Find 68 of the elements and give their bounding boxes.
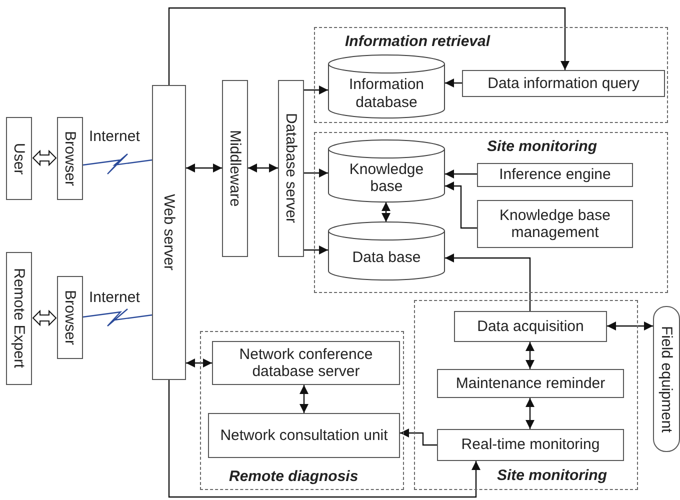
node-label: Information database bbox=[348, 76, 426, 111]
process-box bbox=[437, 369, 624, 398]
node-label: Network consultation unit bbox=[220, 426, 388, 444]
node-label: Browser bbox=[61, 130, 79, 186]
arrow bbox=[400, 428, 437, 446]
database-cylinder bbox=[328, 55, 445, 118]
group-frame bbox=[314, 27, 668, 123]
process-box bbox=[437, 429, 624, 461]
arrow bbox=[382, 202, 390, 222]
group-frame bbox=[314, 132, 668, 293]
group-title: Site monitoring bbox=[497, 467, 607, 484]
node-label: Field equipment bbox=[658, 326, 676, 432]
node-label: Remote Expert bbox=[10, 268, 28, 369]
arrow bbox=[445, 170, 477, 178]
arrow bbox=[248, 164, 278, 172]
process-box bbox=[462, 70, 665, 97]
arrow bbox=[445, 254, 531, 311]
process-box bbox=[278, 80, 304, 257]
arrow bbox=[304, 246, 328, 254]
arrow bbox=[304, 86, 328, 94]
group-title: Information retrieval bbox=[345, 33, 490, 50]
arrow bbox=[168, 7, 570, 85]
terminal-box bbox=[653, 306, 680, 452]
group-frame bbox=[414, 300, 638, 490]
arrow bbox=[300, 385, 308, 413]
group-frame bbox=[200, 331, 404, 490]
arrow bbox=[526, 398, 534, 429]
double-arrow bbox=[32, 310, 57, 326]
arrow bbox=[168, 380, 480, 498]
process-box bbox=[6, 252, 32, 385]
node-label: Knowledge base bbox=[348, 160, 425, 196]
process-box bbox=[152, 85, 186, 380]
node-label: Middleware bbox=[226, 130, 244, 207]
arrow bbox=[186, 358, 212, 368]
process-box bbox=[57, 276, 83, 359]
node-label: Knowledge base management bbox=[498, 206, 612, 242]
group-title: Site monitoring bbox=[487, 138, 597, 156]
database-cylinder bbox=[328, 222, 445, 280]
process-box bbox=[212, 341, 400, 385]
process-box bbox=[6, 117, 32, 200]
node-label: Data information query bbox=[488, 74, 640, 92]
process-box bbox=[454, 311, 607, 342]
database-cylinder bbox=[328, 140, 445, 202]
node-label: Real-time monitoring bbox=[461, 436, 600, 454]
process-box bbox=[57, 117, 83, 200]
node-label: Network conference database server bbox=[238, 346, 374, 380]
node-label: Browser bbox=[61, 290, 79, 345]
process-box bbox=[222, 80, 248, 257]
arrow bbox=[445, 182, 477, 229]
node-label: User bbox=[10, 142, 28, 174]
node-label: Inference engine bbox=[499, 166, 611, 184]
node-label: Database server bbox=[282, 113, 300, 224]
process-box bbox=[208, 413, 400, 458]
process-box bbox=[477, 163, 633, 187]
node-label: Data base bbox=[352, 249, 421, 267]
node-label: Maintenance reminder bbox=[456, 374, 606, 392]
arrow bbox=[526, 342, 534, 369]
arrow bbox=[186, 164, 222, 172]
arrow bbox=[445, 78, 462, 88]
connector-line bbox=[82, 308, 152, 327]
connector-line bbox=[82, 153, 152, 175]
double-arrow bbox=[32, 150, 57, 166]
process-box bbox=[477, 200, 633, 248]
group-title: Remote diagnosis bbox=[229, 468, 358, 486]
arrow bbox=[607, 322, 653, 330]
node-label: Web server bbox=[160, 194, 178, 271]
arrow bbox=[304, 168, 328, 178]
node-label: Data acquisition bbox=[477, 318, 584, 336]
